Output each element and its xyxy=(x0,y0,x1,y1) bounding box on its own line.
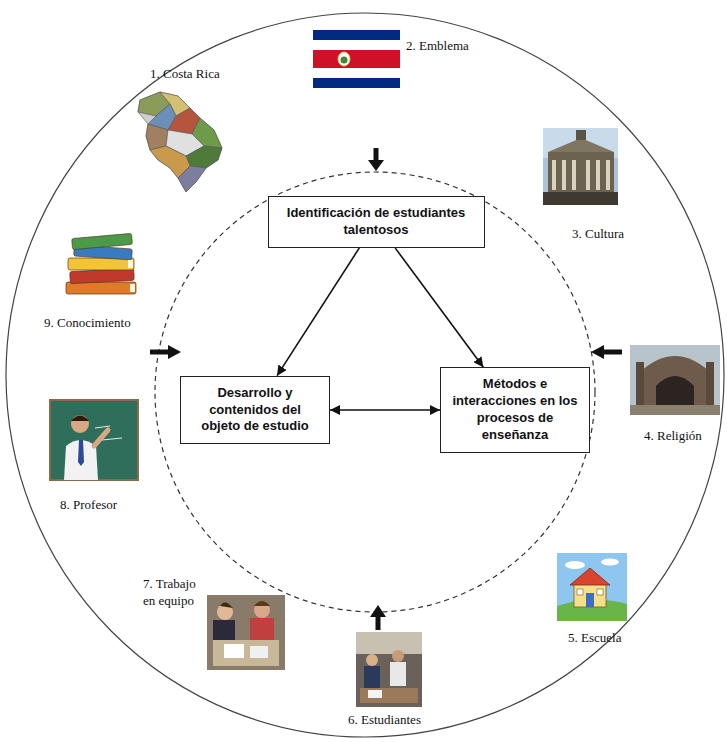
box-text: Identificación de estudiantes talentosos xyxy=(279,205,474,239)
process-box: Identificación de estudiantes talentosos xyxy=(268,196,485,248)
callout-label: 3. Cultura xyxy=(572,226,624,243)
callout-label: 8. Profesor xyxy=(60,497,117,514)
theatre-picture xyxy=(543,128,618,205)
callout-label: 4. Religión xyxy=(644,428,702,445)
callout-label: 2. Emblema xyxy=(406,38,469,55)
connector-arrow xyxy=(395,248,483,367)
connector-arrow xyxy=(277,248,359,376)
teamwork-picture xyxy=(207,595,285,670)
callout-label: 1. Costa Rica xyxy=(150,66,220,83)
students-picture xyxy=(356,632,422,707)
inner-dashed-circle xyxy=(155,172,595,612)
teacher-picture xyxy=(50,400,138,480)
process-box: Desarrollo y contenidos del objeto de es… xyxy=(180,376,330,445)
callout-label: 7. Trabajo en equipo xyxy=(143,576,203,610)
callout-label: 5. Escuela xyxy=(568,630,621,647)
outer-circle xyxy=(6,13,724,737)
callout-label: 6. Estudiantes xyxy=(348,712,421,729)
school-picture xyxy=(557,553,627,621)
map-picture xyxy=(138,92,222,192)
callout-label: 9. Conocimiento xyxy=(44,315,131,332)
flag-picture xyxy=(313,30,400,88)
influence-arrows xyxy=(150,148,622,630)
church-picture xyxy=(630,345,720,415)
process-box: Métodos e interacciones en los procesos … xyxy=(440,367,590,453)
books-picture xyxy=(66,233,136,294)
connector-arrow xyxy=(330,409,440,411)
box-text: Métodos e interacciones en los procesos … xyxy=(451,376,579,444)
box-text: Desarrollo y contenidos del objeto de es… xyxy=(191,385,319,436)
